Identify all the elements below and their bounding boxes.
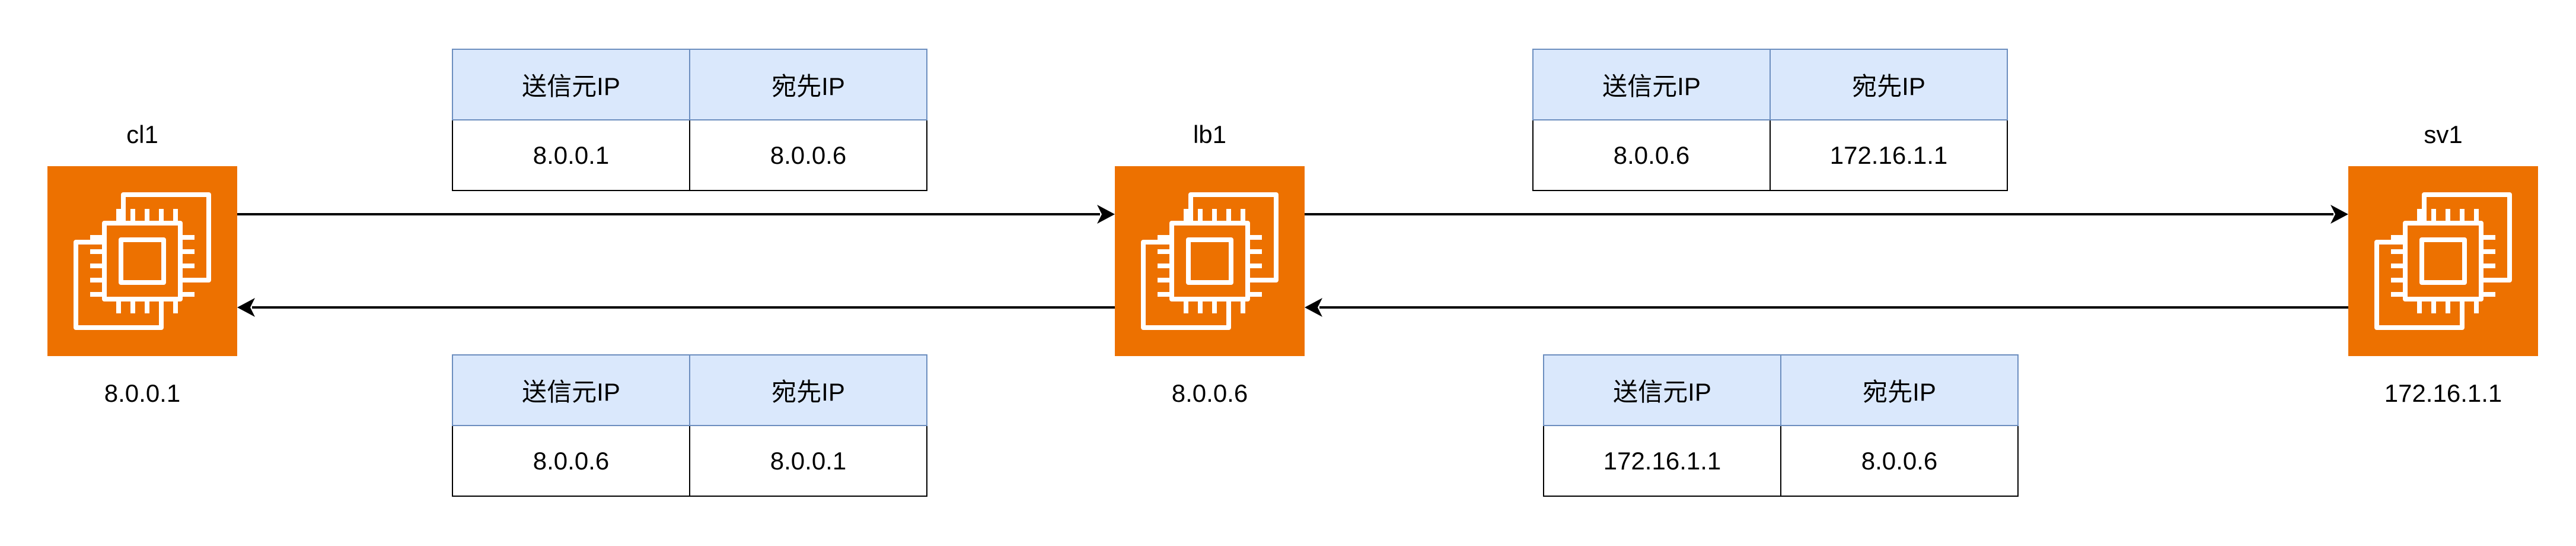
ec2-instance-chip-icon <box>1141 192 1279 330</box>
src-ip-header: 送信元IP <box>1532 49 1771 120</box>
ec2-instance-chip-icon <box>2374 192 2512 330</box>
node-sv1[interactable] <box>2348 166 2538 356</box>
node-lb1[interactable] <box>1115 166 1305 356</box>
node-cl1-name: cl1 <box>126 120 158 148</box>
node-sv1-name: sv1 <box>2424 120 2463 148</box>
node-lb1-name: lb1 <box>1193 120 1227 148</box>
dst-ip-value: 8.0.0.6 <box>1780 425 2019 497</box>
node-cl1-ip: 8.0.0.1 <box>104 379 181 407</box>
arrowhead-lb1-to-sv1 <box>2330 205 2348 224</box>
src-ip-value: 172.16.1.1 <box>1543 425 1781 497</box>
packet-table-sv1-to-lb1: 送信元IP 宛先IP 172.16.1.1 8.0.0.6 <box>1543 354 2019 497</box>
node-cl1[interactable] <box>47 166 237 356</box>
arrowhead-lb1-to-cl1 <box>237 298 255 317</box>
src-ip-header: 送信元IP <box>452 49 690 120</box>
dst-ip-value: 172.16.1.1 <box>1770 119 2008 191</box>
packet-table-cl1-to-lb1: 送信元IP 宛先IP 8.0.0.1 8.0.0.6 <box>452 49 927 191</box>
src-ip-value: 8.0.0.6 <box>1532 119 1771 191</box>
src-ip-value: 8.0.0.6 <box>452 425 690 497</box>
dst-ip-header: 宛先IP <box>689 354 927 426</box>
packet-table-lb1-to-sv1: 送信元IP 宛先IP 8.0.0.6 172.16.1.1 <box>1532 49 2008 191</box>
packet-table-lb1-to-cl1: 送信元IP 宛先IP 8.0.0.6 8.0.0.1 <box>452 354 927 497</box>
node-sv1-ip: 172.16.1.1 <box>2384 379 2502 407</box>
src-ip-header: 送信元IP <box>1543 354 1781 426</box>
ec2-instance-chip-icon <box>74 192 211 330</box>
dst-ip-header: 宛先IP <box>1780 354 2019 426</box>
dst-ip-value: 8.0.0.1 <box>689 425 927 497</box>
arrowhead-cl1-to-lb1 <box>1097 205 1115 224</box>
arrowhead-sv1-to-lb1 <box>1305 298 1322 317</box>
dst-ip-header: 宛先IP <box>689 49 927 120</box>
dst-ip-header: 宛先IP <box>1770 49 2008 120</box>
src-ip-value: 8.0.0.1 <box>452 119 690 191</box>
dst-ip-value: 8.0.0.6 <box>689 119 927 191</box>
node-lb1-ip: 8.0.0.6 <box>1171 379 1248 407</box>
src-ip-header: 送信元IP <box>452 354 690 426</box>
